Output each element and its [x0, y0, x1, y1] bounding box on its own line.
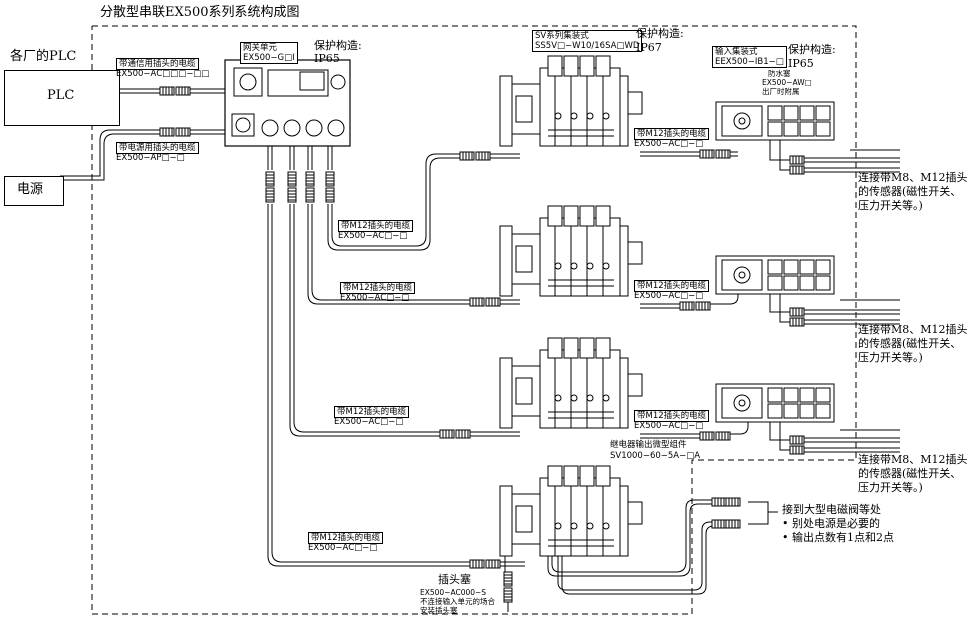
sensor-note-2-line1: 连接带M8、M12插头 [858, 323, 968, 336]
power-cable-model: EX500−AP□−□ [116, 153, 185, 163]
input-manifold-label: 输入集装式 EEX500−IB1−□ [712, 46, 787, 68]
m12-cable-name: 带M12插头的电缆 [637, 281, 707, 291]
sv-ip: IP67 [636, 41, 662, 54]
m12-cable-name: 带M12插头的电缆 [637, 411, 707, 421]
m12-cable-model-g3: EX500−AC□−□ [334, 417, 404, 427]
comm-cable-model: EX500−AC□□□−□□ [116, 69, 210, 79]
input-manifold-name: 输入集装式 [715, 47, 758, 57]
m12-cable-model-r1: EX500−AC□−□ [634, 139, 704, 149]
m12-cable-label-g4: 带M12插头的电缆 [308, 532, 384, 544]
gateway-protect: 保护构造: [314, 39, 362, 52]
plug-model: EX500−AC000−S [420, 588, 487, 597]
large-valve-line3: • 输出点数有1点和2点 [782, 531, 894, 544]
m12-cable-name: 带M12插头的电缆 [637, 129, 707, 139]
sensor-note-2-line3: 压力开关等。) [858, 351, 923, 364]
gateway-model: EX500−G□I [243, 53, 295, 63]
m12-cable-model-g1: EX500−AC□−□ [338, 231, 408, 241]
input-manifold-model: EEX500−IB1−□ [715, 57, 784, 67]
relay-model: SV1000−60−5A−□A [610, 451, 701, 461]
sensor-note-1-line3: 压力开关等。) [858, 199, 923, 212]
m12-cable-model-g2: EX500−AC□−□ [340, 293, 410, 303]
large-valve-line1: 接到大型电磁阀等处 [782, 503, 881, 516]
sensor-note-3-line1: 连接带M8、M12插头 [858, 453, 968, 466]
sv-manifold-name: SV系列集装式 [535, 31, 589, 41]
m12-cable-label-r3: 带M12插头的电缆 [634, 410, 710, 422]
input-ip: IP65 [788, 57, 814, 70]
plug-name: 插头塞 [438, 573, 471, 586]
plc-box: PLC [4, 70, 120, 126]
m12-cable-label-r1: 带M12插头的电缆 [634, 128, 710, 140]
comm-cable-label: 带通信用插头的电缆 [116, 58, 199, 70]
sv-manifold-label: SV系列集装式 SS5V□−W10/16SA□WD [532, 30, 643, 52]
m12-cable-name: 带M12插头的电缆 [343, 283, 413, 293]
gateway-ip: IP65 [314, 52, 340, 65]
diagram-title: 分散型串联EX500系列系统构成图 [100, 5, 300, 20]
large-valve-line2: • 别处电源是必要的 [782, 517, 880, 530]
sensor-note-1-line2: 的传感器(磁性开关、 [858, 185, 962, 198]
m12-cable-label-g2: 带M12插头的电缆 [340, 282, 416, 294]
m12-cable-label-g3: 带M12插头的电缆 [334, 406, 410, 418]
sensor-note-3-line3: 压力开关等。) [858, 481, 923, 494]
m12-cable-label-r2: 带M12插头的电缆 [634, 280, 710, 292]
power-cable-label: 带电源用插头的电缆 [116, 142, 199, 154]
m12-cable-model-g4: EX500−AC□−□ [308, 543, 378, 553]
m12-cable-name: 带M12插头的电缆 [337, 407, 407, 417]
waterproof-cap-note: 出厂时附属 [762, 87, 800, 96]
m12-cable-label-g1: 带M12插头的电缆 [338, 220, 414, 232]
waterproof-cap: 防水塞 [768, 69, 791, 78]
power-label: 电源 [17, 182, 44, 197]
sensor-note-3-line2: 的传感器(磁性开关、 [858, 467, 962, 480]
waterproof-cap-model: EX500−AW□ [762, 78, 812, 87]
input-protect: 保护构造: [788, 43, 836, 56]
m12-cable-model-r2: EX500−AC□−□ [634, 291, 704, 301]
m12-cable-name: 带M12插头的电缆 [311, 533, 381, 543]
m12-cable-model-r3: EX500−AC□−□ [634, 421, 704, 431]
sv-protect: 保护构造: [636, 27, 684, 40]
m12-cable-name: 带M12插头的电缆 [341, 221, 411, 231]
gateway-name: 网关单元 [243, 43, 278, 53]
plug-note-2: 安装插头塞 [420, 606, 458, 615]
sensor-note-2-line2: 的传感器(磁性开关、 [858, 337, 962, 350]
power-cable-name: 带电源用插头的电缆 [119, 143, 196, 153]
plc-label: PLC [47, 88, 75, 103]
power-box: 电源 [4, 176, 64, 206]
plc-caption: 各厂的PLC [10, 49, 77, 64]
sensor-note-1-line1: 连接带M8、M12插头 [858, 171, 968, 184]
relay-name: 继电器输出微型组件 [610, 440, 687, 450]
sv-manifold-model: SS5V□−W10/16SA□WD [535, 41, 640, 51]
comm-cable-name: 带通信用插头的电缆 [119, 59, 196, 69]
plug-note-1: 不连接输入单元的场合 [420, 597, 495, 606]
gateway-label: 网关单元 EX500−G□I [240, 42, 298, 64]
